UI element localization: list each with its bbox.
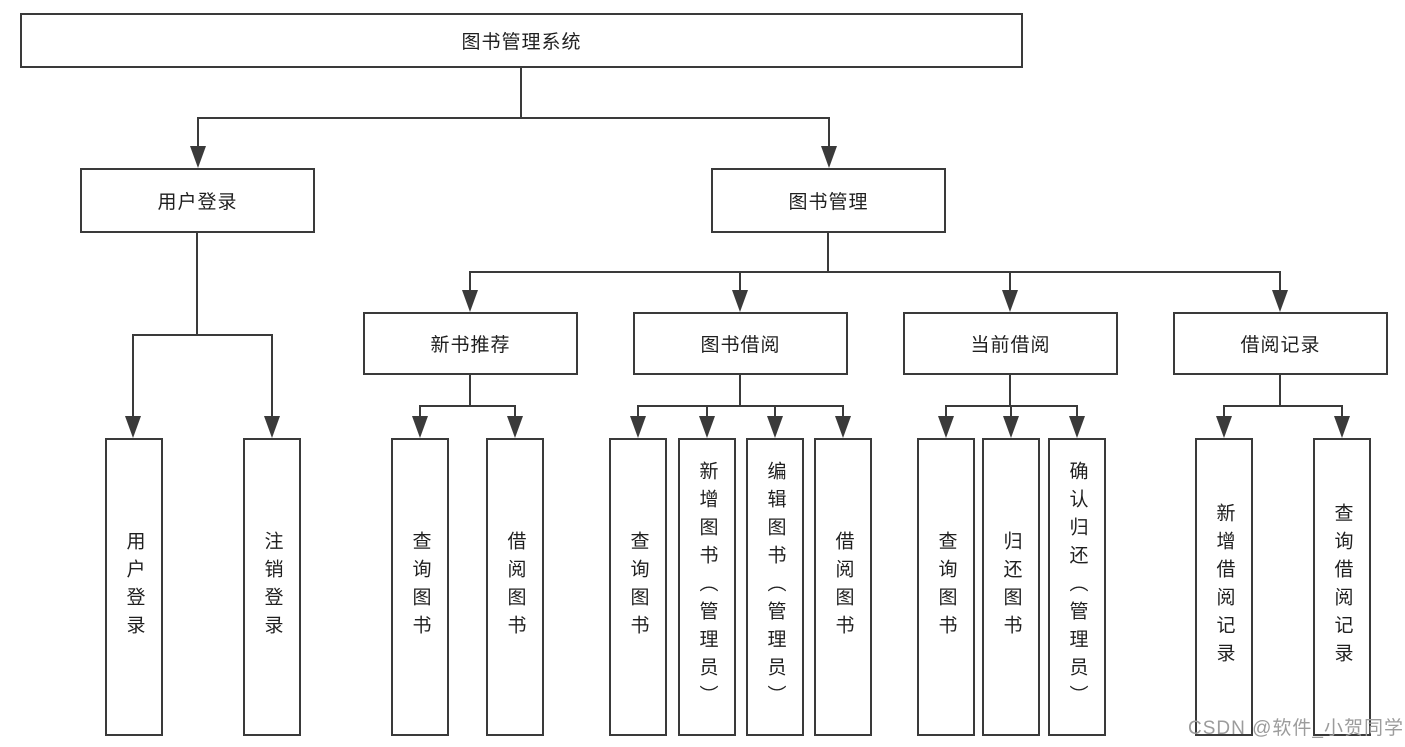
leaf-current-query-books-label: 查询图书	[935, 531, 957, 643]
connector-line	[469, 375, 471, 407]
leaf-current-return-books-label: 归还图书	[1000, 531, 1022, 643]
node-new-book-recommend: 新书推荐	[363, 312, 578, 375]
node-current-borrow-label: 当前借阅	[970, 335, 1051, 356]
watermark: CSDN @软件_小贺同学	[1188, 718, 1404, 739]
connector-line	[469, 272, 471, 296]
leaf-current-return-books: 归还图书	[982, 438, 1040, 736]
connector-line	[842, 406, 844, 422]
connector-line	[1341, 406, 1343, 422]
connector-line	[1223, 406, 1225, 422]
connector-line	[739, 375, 741, 407]
leaf-borrow-edit-books-admin: 编辑图书（管理员）	[746, 438, 804, 736]
leaf-borrow-edit-books-admin-label: 编辑图书（管理员）	[764, 461, 786, 713]
node-book-management: 图书管理	[711, 168, 946, 233]
connector-line	[1076, 406, 1078, 422]
node-borrow-records: 借阅记录	[1173, 312, 1388, 375]
arrow-down-icon	[630, 416, 646, 438]
arrow-down-icon	[412, 416, 428, 438]
node-book-borrow-label: 图书借阅	[700, 335, 781, 356]
connector-line	[520, 68, 522, 119]
leaf-borrow-borrow-books-label: 借阅图书	[832, 531, 854, 643]
node-root-label: 图书管理系统	[461, 32, 582, 53]
arrow-down-icon	[1003, 416, 1019, 438]
connector-line	[637, 405, 844, 407]
leaf-logout: 注销登录	[243, 438, 301, 736]
leaf-borrow-add-books-admin-label: 新增图书（管理员）	[696, 461, 718, 713]
node-current-borrow: 当前借阅	[903, 312, 1118, 375]
node-book-borrow: 图书借阅	[633, 312, 848, 375]
leaf-records-add-record: 新增借阅记录	[1195, 438, 1253, 736]
arrow-down-icon	[732, 290, 748, 312]
connector-line	[945, 406, 947, 422]
connector-line	[828, 118, 830, 150]
node-user-login-label: 用户登录	[157, 192, 238, 213]
node-root: 图书管理系统	[20, 13, 1023, 68]
arrow-down-icon	[1216, 416, 1232, 438]
node-new-book-recommend-label: 新书推荐	[430, 335, 511, 356]
node-user-login: 用户登录	[80, 168, 315, 233]
arrow-down-icon	[767, 416, 783, 438]
leaf-borrow-query-books: 查询图书	[609, 438, 667, 736]
leaf-rec-query-books: 查询图书	[391, 438, 449, 736]
arrow-down-icon	[507, 416, 523, 438]
arrow-down-icon	[821, 146, 837, 168]
connector-line	[1009, 272, 1011, 296]
leaf-records-query-record: 查询借阅记录	[1313, 438, 1371, 736]
leaf-records-query-record-label: 查询借阅记录	[1331, 503, 1353, 671]
leaf-user-login: 用户登录	[105, 438, 163, 736]
connector-line	[514, 406, 516, 422]
connector-line	[739, 272, 741, 296]
leaf-current-query-books: 查询图书	[917, 438, 975, 736]
arrow-down-icon	[190, 146, 206, 168]
node-book-management-label: 图书管理	[788, 192, 869, 213]
connector-line	[419, 406, 421, 422]
arrow-down-icon	[699, 416, 715, 438]
arrow-down-icon	[1272, 290, 1288, 312]
connector-line	[196, 233, 198, 336]
connector-line	[132, 334, 273, 336]
connector-line	[197, 117, 830, 119]
node-borrow-records-label: 借阅记录	[1240, 335, 1321, 356]
leaf-current-confirm-return-admin-label: 确认归还（管理员）	[1066, 461, 1088, 713]
leaf-logout-label: 注销登录	[261, 531, 283, 643]
leaf-records-add-record-label: 新增借阅记录	[1213, 503, 1235, 671]
connector-line	[1279, 272, 1281, 296]
connector-line	[469, 271, 1281, 273]
connector-line	[132, 335, 134, 422]
connector-line	[271, 335, 273, 422]
leaf-borrow-add-books-admin: 新增图书（管理员）	[678, 438, 736, 736]
arrow-down-icon	[1002, 290, 1018, 312]
connector-line	[1009, 375, 1011, 407]
leaf-borrow-borrow-books: 借阅图书	[814, 438, 872, 736]
connector-line	[1223, 405, 1343, 407]
leaf-user-login-label: 用户登录	[123, 531, 145, 643]
connector-line	[774, 406, 776, 422]
arrow-down-icon	[938, 416, 954, 438]
arrow-down-icon	[1334, 416, 1350, 438]
arrow-down-icon	[835, 416, 851, 438]
leaf-rec-query-books-label: 查询图书	[409, 531, 431, 643]
connector-line	[197, 118, 199, 150]
connector-line	[706, 406, 708, 422]
connector-line	[1010, 406, 1012, 422]
connector-line	[1279, 375, 1281, 407]
arrow-down-icon	[1069, 416, 1085, 438]
connector-line	[419, 405, 516, 407]
connector-line	[827, 233, 829, 273]
leaf-borrow-query-books-label: 查询图书	[627, 531, 649, 643]
arrow-down-icon	[125, 416, 141, 438]
leaf-current-confirm-return-admin: 确认归还（管理员）	[1048, 438, 1106, 736]
leaf-rec-borrow-books-label: 借阅图书	[504, 531, 526, 643]
arrow-down-icon	[264, 416, 280, 438]
arrow-down-icon	[462, 290, 478, 312]
leaf-rec-borrow-books: 借阅图书	[486, 438, 544, 736]
connector-line	[637, 406, 639, 422]
